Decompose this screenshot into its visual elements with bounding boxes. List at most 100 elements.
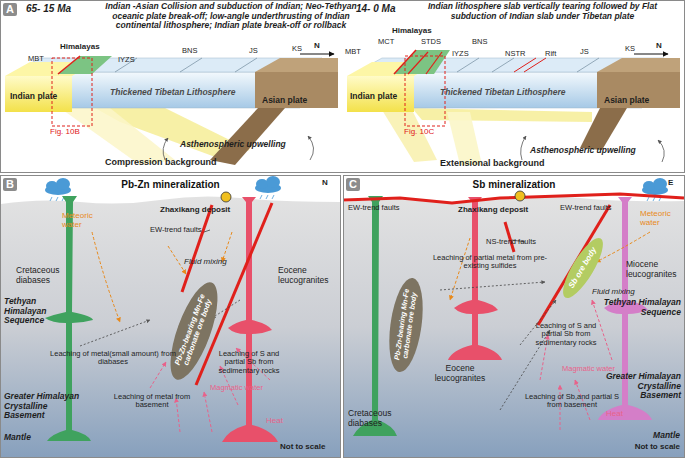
annotation-label: Magmatic water — [210, 384, 280, 392]
annotation-label: Indian plate — [10, 92, 80, 102]
cross-section-b — [222, 197, 278, 442]
tectonic-block-left — [300, 54, 334, 55]
cross-section-b — [150, 348, 270, 432]
cross-section-b — [45, 196, 93, 441]
cross-section-c — [538, 205, 610, 325]
cross-section-c — [592, 300, 612, 360]
annotation-label: Leaching of Sb,and partial S from baseme… — [522, 393, 622, 410]
tectonic-block-right — [408, 52, 428, 74]
tectonic-block-left — [58, 56, 80, 74]
cross-section-b — [50, 195, 274, 201]
annotation-label: Miocene leucogranites — [626, 260, 684, 279]
cross-section-b — [272, 195, 274, 199]
annotation-label: N — [322, 179, 334, 188]
cross-section-b — [204, 392, 212, 432]
tectonic-block-left — [5, 76, 72, 112]
ore-text-box: Pb-Zn-bearing Mn-Fe carbonate ore body — [384, 281, 427, 369]
cross-section-b — [266, 195, 268, 199]
annotation-label: Thickened Tibetan Lithosphere — [440, 88, 590, 98]
tectonic-block-right — [394, 50, 450, 74]
cross-section-b — [266, 176, 280, 188]
annotation-label: Meteoric water — [640, 210, 680, 228]
cross-section-b — [1, 196, 340, 457]
cross-section-b — [176, 398, 180, 432]
tectonic-block-right — [524, 58, 546, 72]
annotation-label: MCT — [378, 38, 408, 46]
panel-heading: Sb mineralization — [344, 179, 684, 190]
annotation-label: Zhaxikang deposit — [160, 206, 260, 215]
annotation-label: Fig. 10C — [404, 128, 454, 137]
cross-section-b — [80, 320, 150, 346]
annotation-label: Leaching of partial metal from pre-exist… — [430, 254, 550, 271]
annotation-label: Heat — [606, 410, 636, 419]
cross-section-b — [222, 232, 232, 262]
annotation-label: Tethyan Himalayan Sequence — [4, 297, 62, 326]
annotation-label: Meteoric water — [62, 212, 102, 230]
tectonic-block-left — [308, 136, 314, 160]
cross-section-c — [344, 196, 684, 457]
tectonic-block-right — [457, 58, 479, 72]
annotation-label: EW-trend faults — [150, 226, 230, 234]
cross-section-b — [92, 232, 120, 322]
annotation-label: NSTR — [505, 50, 535, 58]
annotation-label: Himalayas — [392, 27, 452, 36]
ore-text-box: Pb-Zn-bearing Mn-Fe carbonate ore body — [162, 282, 225, 380]
annotation-label: Fig. 10B — [50, 128, 100, 137]
annotation-label: Asthenospheric upwelling — [530, 146, 680, 156]
annotation-label: Tethyan Himalayan Sequence — [596, 298, 681, 317]
tectonic-block-left — [58, 56, 112, 74]
annotation-label: Rift — [545, 50, 575, 58]
cross-section-c — [500, 330, 550, 410]
cross-section-b — [56, 178, 70, 190]
annotation-label: NS-trend faults — [486, 238, 566, 246]
ore-label: Sb ore body — [567, 246, 598, 290]
annotation-label: BNS — [472, 38, 502, 46]
annotation-label: IYZS — [118, 56, 148, 64]
cross-section-c — [353, 196, 397, 436]
ore-body: Sb ore body — [556, 232, 611, 303]
tectonic-block-left — [210, 108, 285, 165]
annotation-label: Zhaxikang deposit — [458, 206, 558, 215]
annotation-label: IYZS — [452, 50, 482, 58]
annotation-label: Indian -Asian Collision and subduction o… — [100, 2, 362, 31]
cross-section-c — [505, 222, 514, 252]
annotation-label: Indian plate — [350, 92, 420, 102]
panel-letter: B — [3, 178, 17, 191]
tectonic-block-right — [347, 50, 680, 165]
annotation-label: JS — [580, 48, 600, 56]
annotation-label: Asian plate — [604, 96, 674, 106]
cross-section-c — [647, 197, 649, 201]
tectonic-block-right — [597, 72, 680, 108]
panel-heading: Pb-Zn mineralization — [1, 179, 340, 190]
cross-section-c — [540, 300, 612, 430]
cross-section-b — [150, 362, 166, 388]
cross-section-b — [204, 230, 210, 232]
annotation-label: EW-trend faults — [560, 204, 640, 212]
tectonic-block-left — [60, 108, 175, 165]
annotation-label: Greater Himalayan Crystalline Basement — [596, 372, 681, 401]
ore-label: Pb-Zn-bearing Mn-Fe carbonate ore body — [171, 285, 218, 377]
annotation-label: Eocene leucogranites — [425, 364, 495, 383]
cross-section-c — [560, 385, 561, 430]
cross-section-c — [598, 197, 652, 420]
cross-section-c — [515, 191, 525, 201]
panel-frame: BPb-Zn mineralizationPb-Zn-bearing Mn-Fe… — [0, 175, 341, 458]
ore-outline — [384, 276, 428, 374]
tectonic-block-right — [382, 110, 437, 162]
tectonic-block-right — [412, 108, 592, 122]
tectonic-block-left — [5, 54, 338, 165]
cross-section-c — [575, 380, 590, 420]
panel-letter: C — [346, 178, 360, 191]
cross-section-c — [440, 282, 545, 290]
cross-section-b — [236, 348, 270, 380]
tectonic-block-right — [426, 52, 442, 74]
annotation-label: Asian plate — [262, 96, 332, 106]
tectonic-block-right — [634, 54, 668, 55]
cross-section-c — [642, 178, 668, 195]
cross-section-b — [50, 197, 52, 201]
ore-body: Pb-Zn-bearing Mn-Fe carbonate ore body — [383, 275, 428, 375]
tectonic-block-left — [52, 58, 92, 126]
annotation-label: KS — [292, 45, 312, 53]
cross-section-c — [450, 238, 470, 300]
